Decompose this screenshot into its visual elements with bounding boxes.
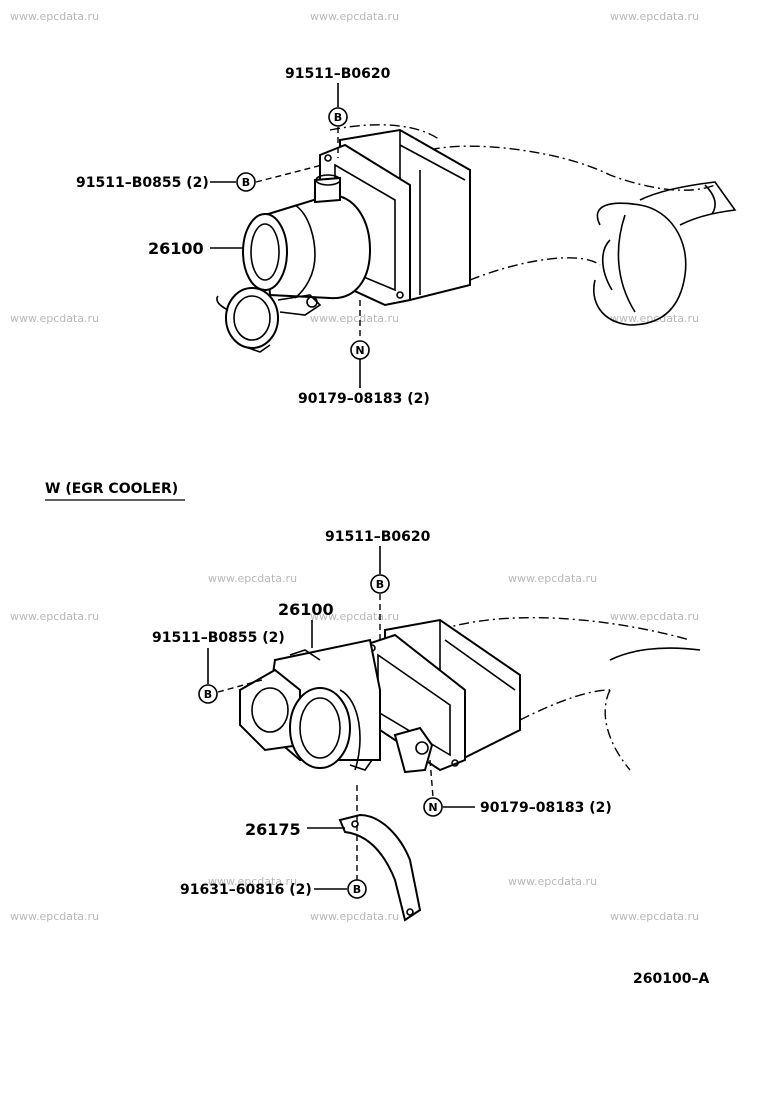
bolt-callout-circle (198, 684, 218, 704)
part-number-label: 26175 (245, 820, 301, 839)
watermark: www.epcdata.ru (310, 610, 399, 623)
nut-callout-circle (423, 797, 443, 817)
watermark: www.epcdata.ru (610, 610, 699, 623)
watermark: www.epcdata.ru (508, 875, 597, 888)
bolt-callout-circle (328, 107, 348, 127)
figure-code: 260100–A (633, 971, 709, 987)
watermark: www.epcdata.ru (10, 610, 99, 623)
throttle-actuator (216, 287, 322, 353)
intake-duct-outline (469, 257, 601, 281)
watermark: www.epcdata.ru (10, 910, 99, 923)
watermark: www.epcdata.ru (208, 875, 297, 888)
top-callouts: 91511–B0620 B 91511–B0855 (2) B 26100 N … (76, 66, 430, 407)
watermark: www.epcdata.ru (610, 312, 699, 325)
bolt-callout-circle (236, 172, 256, 192)
part-number-label: 91511–B0855 (2) (152, 630, 285, 646)
intake-duct-outline (604, 689, 631, 771)
bottom-illustration (239, 616, 701, 922)
watermark: www.epcdata.ru (310, 312, 399, 325)
callout-letter: B (204, 688, 212, 701)
callout-letter: N (355, 344, 364, 357)
top-illustration (216, 124, 737, 353)
part-number-label: 91631–60816 (2) (180, 882, 312, 898)
watermark: www.epcdata.ru (208, 572, 297, 585)
watermarks: www.epcdata.ru www.epcdata.ru www.epcdat… (10, 10, 699, 923)
bolt-callout-circle (347, 879, 367, 899)
callout-letter: N (428, 801, 437, 814)
bolt-callout-circle (370, 574, 390, 594)
intake-duct-outline (519, 689, 611, 721)
bottom-callouts: 91511–B0620 B 26100 91511–B0855 (2) B N … (152, 529, 612, 899)
watermark: www.epcdata.ru (610, 910, 699, 923)
part-number-label: 26100 (278, 600, 334, 619)
part-number-label: 91511–B0620 (285, 66, 391, 82)
part-number-label: 90179–08183 (2) (480, 800, 612, 816)
part-number-label: 91511–B0620 (325, 529, 431, 545)
callout-letter: B (376, 578, 384, 591)
throttle-body (239, 638, 434, 774)
callout-letter: B (242, 176, 250, 189)
intake-hose (593, 181, 737, 326)
part-number-label: 91511–B0855 (2) (76, 175, 209, 191)
part-number-label: 90179–08183 (2) (298, 391, 430, 407)
section-heading: W (EGR COOLER) (45, 481, 185, 501)
section-heading-text: W (EGR COOLER) (45, 481, 178, 497)
callout-letter: B (334, 111, 342, 124)
throttle-bracket (338, 813, 422, 922)
callout-letter: B (353, 883, 361, 896)
watermark: www.epcdata.ru (10, 312, 99, 325)
throttle-body (242, 174, 372, 300)
part-number-label: 26100 (148, 239, 204, 258)
watermark: www.epcdata.ru (508, 572, 597, 585)
watermark: www.epcdata.ru (310, 10, 399, 23)
watermark: www.epcdata.ru (310, 910, 399, 923)
intake-duct-outline (429, 145, 716, 191)
intake-duct-outline (329, 124, 441, 141)
intake-duct-outline (439, 616, 691, 641)
watermark: www.epcdata.ru (610, 10, 699, 23)
watermark: www.epcdata.ru (10, 10, 99, 23)
